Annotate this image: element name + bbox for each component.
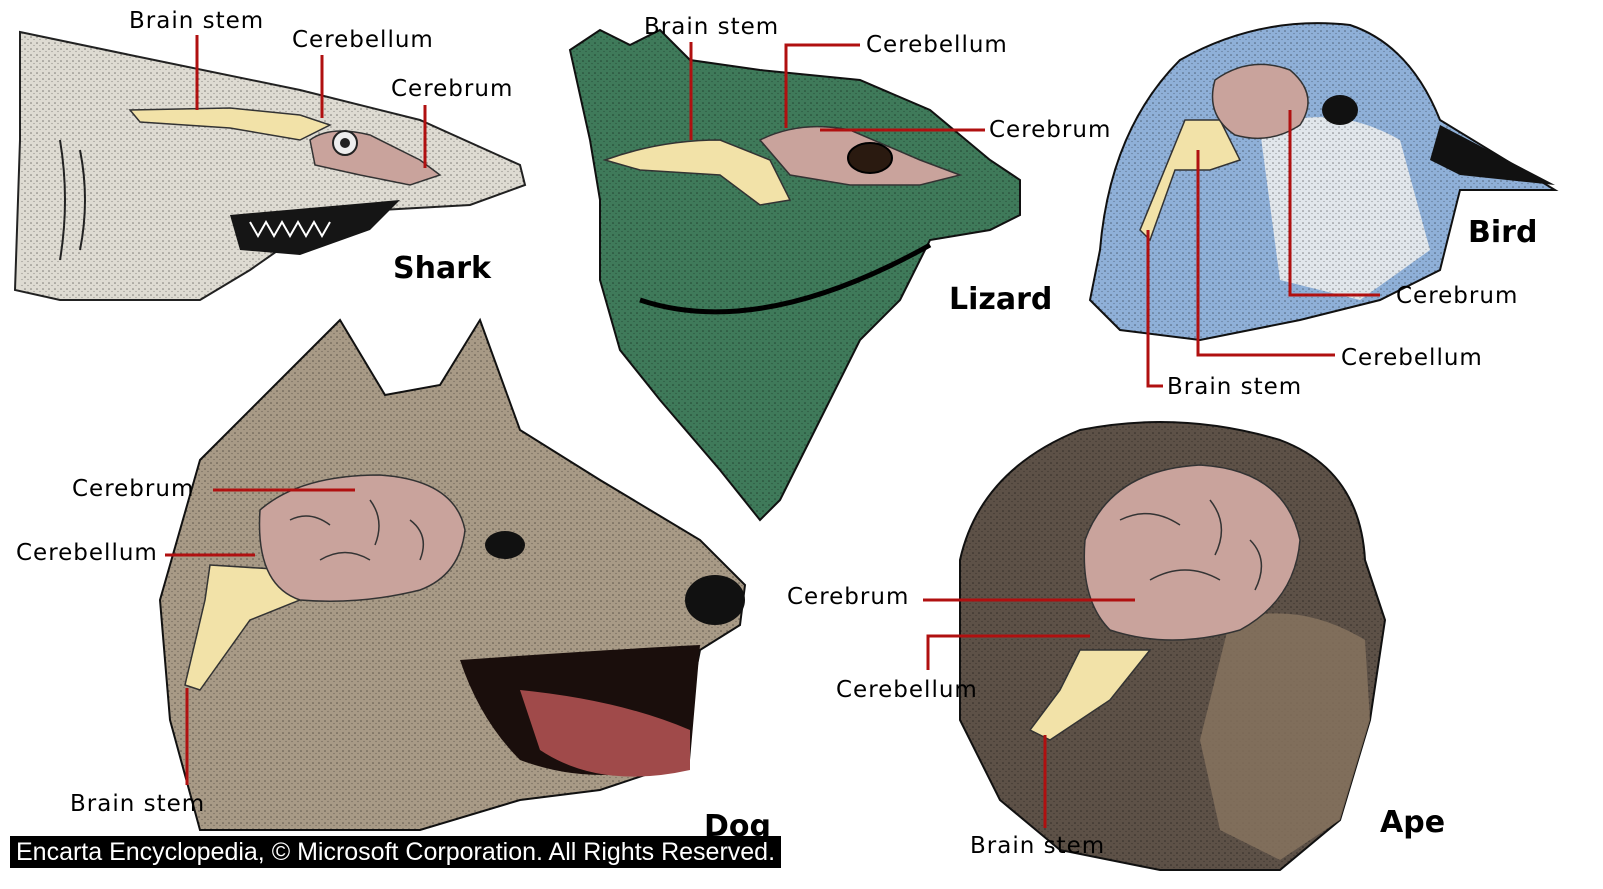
copyright-credit: Encarta Encyclopedia, © Microsoft Corpor…	[10, 836, 781, 868]
bird-cerebellum-label: Cerebellum	[1341, 347, 1483, 370]
shark-cerebellum-label: Cerebellum	[292, 29, 434, 52]
ape-face	[1200, 613, 1370, 860]
ape-cerebellum-label: Cerebellum	[836, 679, 978, 702]
shark-brain-stem-label: Brain stem	[129, 10, 264, 33]
dog-cerebrum-label: Cerebrum	[72, 478, 194, 501]
ape-cerebrum-label: Cerebrum	[787, 586, 909, 609]
lizard-cerebellum-label: Cerebellum	[866, 34, 1008, 57]
ape-illustration	[960, 410, 1390, 870]
ape-name: Ape	[1380, 808, 1445, 838]
shark-cerebrum-label: Cerebrum	[391, 78, 513, 101]
dog-cerebrum	[260, 475, 466, 601]
dog-brain-stem-label: Brain stem	[70, 793, 205, 816]
bird-cerebrum	[1213, 64, 1309, 138]
shark-name: Shark	[393, 254, 491, 284]
bird-cerebrum-label: Cerebrum	[1396, 285, 1518, 308]
lizard-illustration	[570, 30, 1020, 520]
dog-eye	[485, 531, 525, 559]
bird-brain-stem-label: Brain stem	[1167, 376, 1302, 399]
bird-eye	[1322, 95, 1358, 125]
dog-cerebellum-label: Cerebellum	[16, 542, 158, 565]
lizard-cerebrum-label: Cerebrum	[989, 119, 1111, 142]
bird-name: Bird	[1468, 218, 1537, 248]
lizard-brain-stem-label: Brain stem	[644, 16, 779, 39]
lizard-name: Lizard	[949, 285, 1052, 315]
lizard-eye	[848, 143, 892, 173]
dog-nose	[685, 575, 745, 625]
ape-brain-stem-label: Brain stem	[970, 835, 1105, 858]
